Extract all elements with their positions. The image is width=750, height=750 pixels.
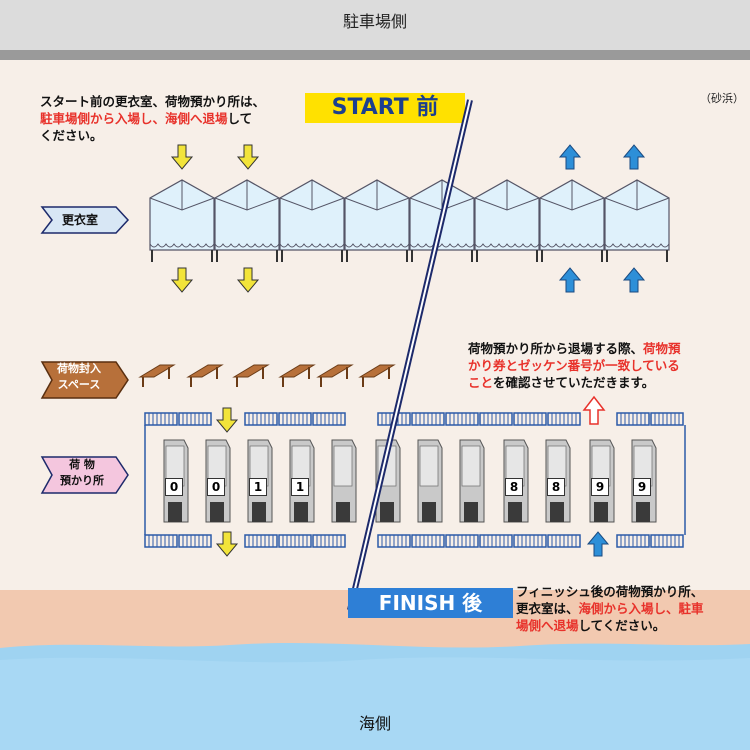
sea-side-label: 海側 xyxy=(358,714,391,733)
start-note-line1: スタート前の更衣室、荷物預かり所は、 xyxy=(40,94,266,109)
start-note-line2: 駐車場側から入場し、海側へ退場して xyxy=(40,110,310,127)
baggage-label-1: 荷 物 xyxy=(69,458,95,471)
start-note-line2-end: して xyxy=(227,111,253,126)
finish-note: フィニッシュ後の荷物預かり所、 更衣室は、海側から入場し、駐車 場側へ退場してく… xyxy=(516,583,741,634)
baggage-label-2: 預かり所 xyxy=(60,474,104,487)
start-note-red: 駐車場側から入場し、海側へ退場 xyxy=(40,111,228,126)
changing-room-label: 更衣室 xyxy=(62,213,99,227)
packing-space-chevron xyxy=(40,361,129,399)
baggage-label: 荷 物 預かり所 xyxy=(60,457,104,489)
claim-line3-end: を確認させていただきます。 xyxy=(493,375,655,390)
claim-line3-red: こと xyxy=(468,375,494,390)
beach-note: （砂浜） xyxy=(700,92,744,105)
start-tag: START 前 xyxy=(305,93,465,123)
finish-note-line1: フィニッシュ後の荷物預かり所、 xyxy=(516,584,704,599)
claim-line1: 荷物預かり所から退場する際、荷物預 xyxy=(468,340,738,357)
finish-note-line2-start: 更衣室は、 xyxy=(516,601,579,616)
road-strip xyxy=(0,50,750,60)
packing-space-label-2: スペース xyxy=(57,378,101,391)
claim-line3: ことを確認させていただきます。 xyxy=(468,374,738,391)
claim-line2: かり券とゼッケン番号が一致している xyxy=(468,358,680,373)
parking-side-band xyxy=(0,0,750,50)
finish-note-red2: 場側へ退場 xyxy=(516,618,579,633)
baggage-chevron xyxy=(40,456,129,494)
finish-note-line2: 更衣室は、海側から入場し、駐車 xyxy=(516,600,741,617)
finish-note-line3-end: してください。 xyxy=(578,618,666,633)
finish-tag: FINISH 後 xyxy=(348,588,513,618)
start-note-line3: ください。 xyxy=(40,128,103,143)
parking-side-label: 駐車場側 xyxy=(342,12,407,31)
finish-note-red: 海側から入場し、駐車 xyxy=(578,601,704,616)
start-note: スタート前の更衣室、荷物預かり所は、 駐車場側から入場し、海側へ退場して くださ… xyxy=(40,93,310,144)
finish-note-line3: 場側へ退場してください。 xyxy=(516,617,741,634)
changing-room-chevron xyxy=(40,206,130,234)
claim-line1-red: 荷物預 xyxy=(643,341,681,356)
claim-note: 荷物預かり所から退場する際、荷物預 かり券とゼッケン番号が一致している ことを確… xyxy=(468,340,738,391)
packing-space-label: 荷物封入 スペース xyxy=(57,361,101,393)
claim-line1-start: 荷物預かり所から退場する際、 xyxy=(468,341,644,356)
packing-space-label-1: 荷物封入 xyxy=(57,362,101,375)
